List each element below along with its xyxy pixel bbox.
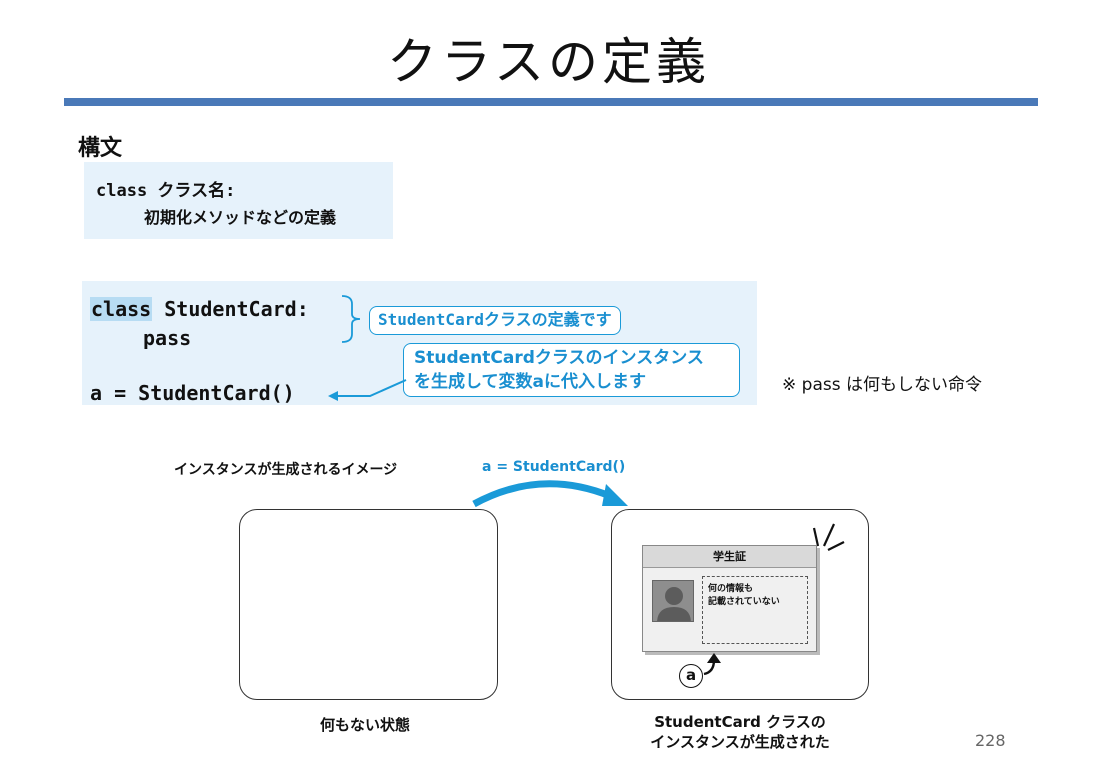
- code-class-name: StudentCard:: [152, 297, 309, 321]
- diagram-arrow-label: a = StudentCard(): [482, 459, 626, 475]
- variable-a-badge: a: [679, 664, 703, 688]
- code-line-class: class StudentCard:: [90, 297, 309, 321]
- card-info-line2: 記載されていない: [708, 597, 780, 607]
- callout2-line2: を生成して変数aに代入します: [414, 372, 646, 392]
- callout-instance-creation: StudentCardクラスのインスタンス を生成して変数aに代入します: [403, 343, 740, 397]
- callout1-text: StudentCardクラスの定義です: [378, 310, 612, 329]
- arrow-left-icon: [328, 379, 407, 401]
- person-silhouette-icon: [652, 580, 694, 622]
- card-info-line1: 何の情報も: [708, 584, 754, 594]
- page-number: 228: [975, 731, 1006, 750]
- card-header: 学生証: [643, 546, 816, 568]
- curved-arrow-icon: [472, 480, 628, 508]
- title-divider: [64, 98, 1038, 106]
- syntax-heading: 構文: [78, 136, 123, 161]
- empty-state-box: [239, 509, 498, 700]
- diagram-heading: インスタンスが生成されるイメージ: [174, 462, 398, 478]
- syntax-line-class: class クラス名:: [96, 181, 236, 201]
- instance-state-caption: StudentCard クラスの インスタンスが生成された: [611, 712, 869, 752]
- code-keyword-class: class: [90, 297, 153, 321]
- callout2-line1: StudentCardクラスのインスタンス: [414, 348, 704, 368]
- student-card: 学生証 何の情報も 記載されていない: [642, 545, 817, 652]
- instance-caption-line1: StudentCard クラスの: [654, 713, 826, 731]
- sparkle-icon: [812, 523, 845, 551]
- syntax-box: class クラス名: 初期化メソッドなどの定義: [84, 162, 393, 239]
- brace-icon: [341, 295, 361, 343]
- pointer-arrow-icon: [703, 653, 721, 676]
- code-line-assign: a = StudentCard(): [90, 381, 295, 405]
- empty-state-caption: 何もない状態: [320, 716, 411, 734]
- callout-class-definition: StudentCardクラスの定義です: [369, 306, 621, 335]
- instance-caption-line2: インスタンスが生成された: [650, 733, 830, 751]
- syntax-line-body: 初期化メソッドなどの定義: [144, 208, 337, 227]
- code-line-pass: pass: [143, 326, 192, 350]
- slide-title: クラスの定義: [387, 33, 710, 91]
- card-info-area: 何の情報も 記載されていない: [702, 576, 808, 644]
- pass-note: ※ pass は何もしない命令: [782, 375, 982, 395]
